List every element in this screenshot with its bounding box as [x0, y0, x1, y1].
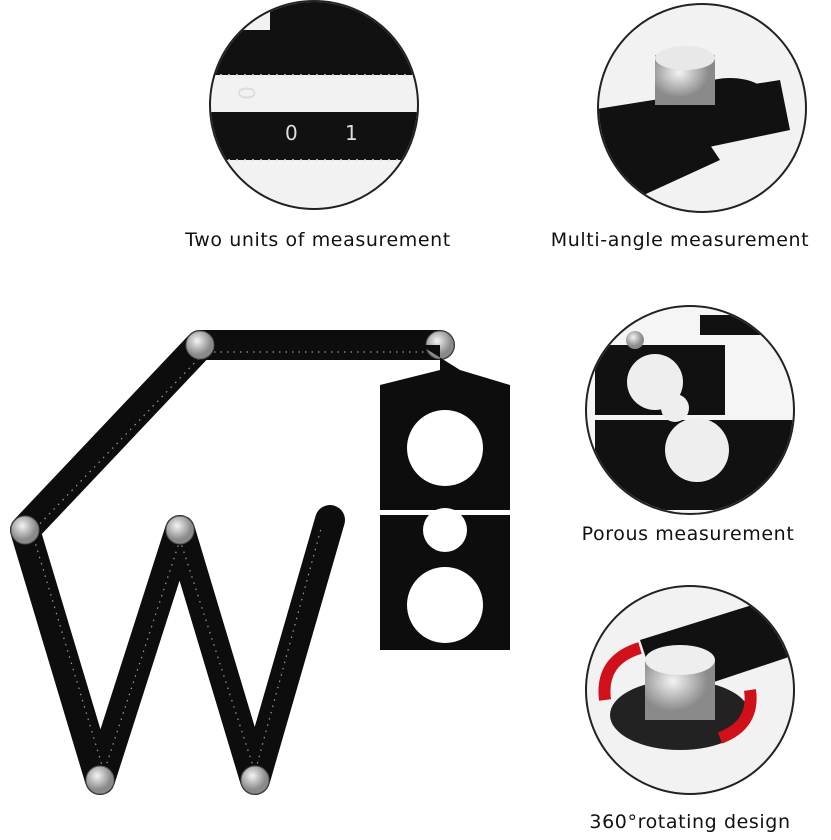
svg-text:0: 0 [285, 121, 298, 145]
knob-closeup-circle [597, 3, 807, 213]
hole-template [380, 345, 510, 650]
svg-text:0: 0 [236, 86, 261, 100]
joint-knobs [10, 330, 455, 795]
folding-angle-ruler [10, 330, 455, 795]
hole-template-closeup-circle [585, 305, 795, 515]
ruler-closeup-circle: 0 0 1 [209, 0, 419, 210]
caption-porous: Porous measurement [581, 523, 795, 545]
caption-multi-angle: Multi-angle measurement [550, 229, 810, 251]
rotating-knob-closeup-circle [585, 585, 795, 795]
caption-rotating: 360°rotating design [589, 811, 791, 833]
caption-two-units: Two units of measurement [185, 229, 451, 251]
svg-text:1: 1 [345, 121, 358, 145]
